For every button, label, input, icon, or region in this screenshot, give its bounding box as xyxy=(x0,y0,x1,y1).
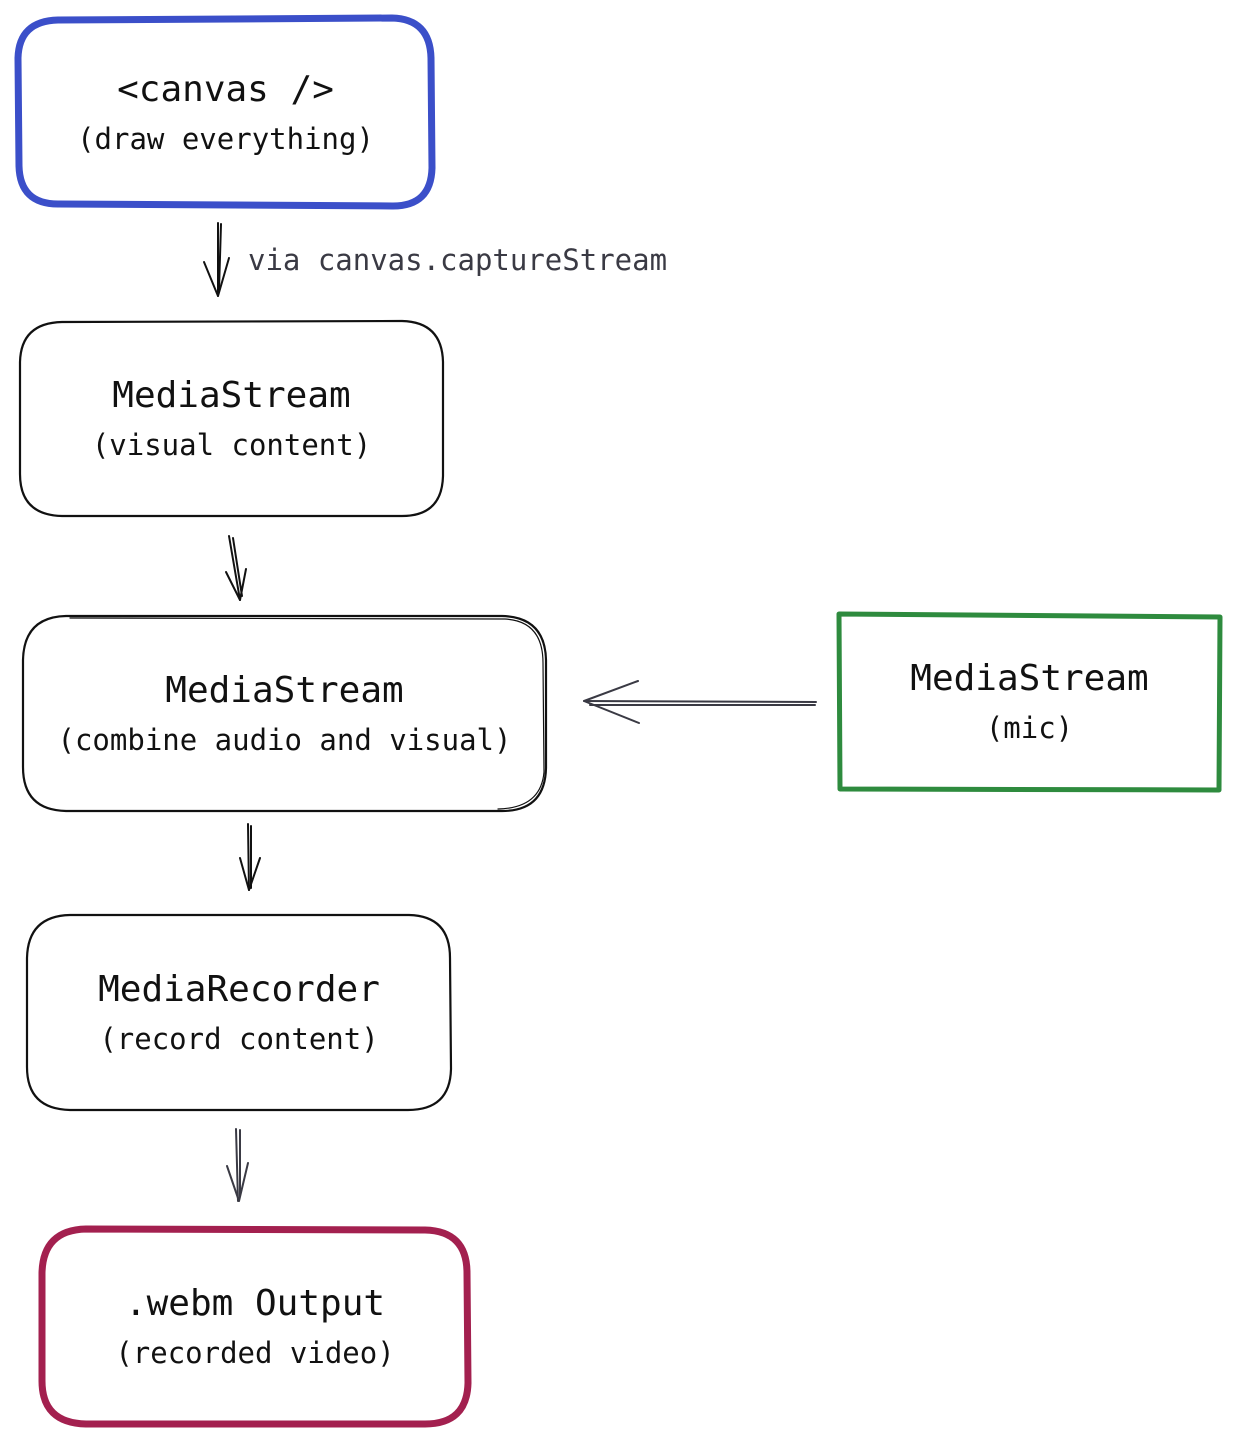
edge-label-capture-stream: via canvas.captureStream xyxy=(248,243,668,277)
edge-arrow-mic-to-combined xyxy=(583,680,817,724)
canvas-node-border xyxy=(14,14,436,210)
node-subtitle: (visual content) xyxy=(91,427,372,462)
recorder-node: MediaRecorder (record content) xyxy=(27,915,451,1110)
combined-stream-sketch-line xyxy=(69,617,545,810)
visual-stream-node: MediaStream (visual content) xyxy=(20,321,443,516)
visual-stream-node-border xyxy=(18,319,445,518)
edge-arrow-visual-to-combined xyxy=(225,535,247,601)
edge-arrow-recorder-to-output xyxy=(226,1128,249,1202)
node-subtitle: (mic) xyxy=(985,711,1074,745)
combined-stream-node: MediaStream (combine audio and visual) xyxy=(23,616,546,811)
canvas-node: <canvas /> (draw everything) xyxy=(19,19,432,207)
node-title: .webm Output xyxy=(124,1282,386,1324)
node-subtitle: (record content) xyxy=(99,1021,379,1056)
output-node-border xyxy=(38,1225,472,1428)
edge-arrow-canvas-to-visual xyxy=(203,222,230,297)
node-title: MediaRecorder xyxy=(98,968,380,1010)
node-title: <canvas /> xyxy=(117,69,334,110)
node-title: MediaStream xyxy=(165,669,404,711)
mic-stream-node: MediaStream (mic) xyxy=(839,614,1220,790)
combined-stream-node-border xyxy=(21,614,548,813)
node-subtitle: (draw everything) xyxy=(77,122,374,156)
node-subtitle: (combine audio and visual) xyxy=(57,722,512,757)
node-title: MediaStream xyxy=(910,658,1149,699)
node-title: MediaStream xyxy=(112,374,351,416)
node-subtitle: (recorded video) xyxy=(115,1335,395,1370)
recorder-node-border xyxy=(25,913,453,1112)
output-node: .webm Output (recorded video) xyxy=(42,1229,468,1424)
edge-arrow-combined-to-recorder xyxy=(239,823,261,891)
mic-stream-node-border xyxy=(836,611,1223,793)
